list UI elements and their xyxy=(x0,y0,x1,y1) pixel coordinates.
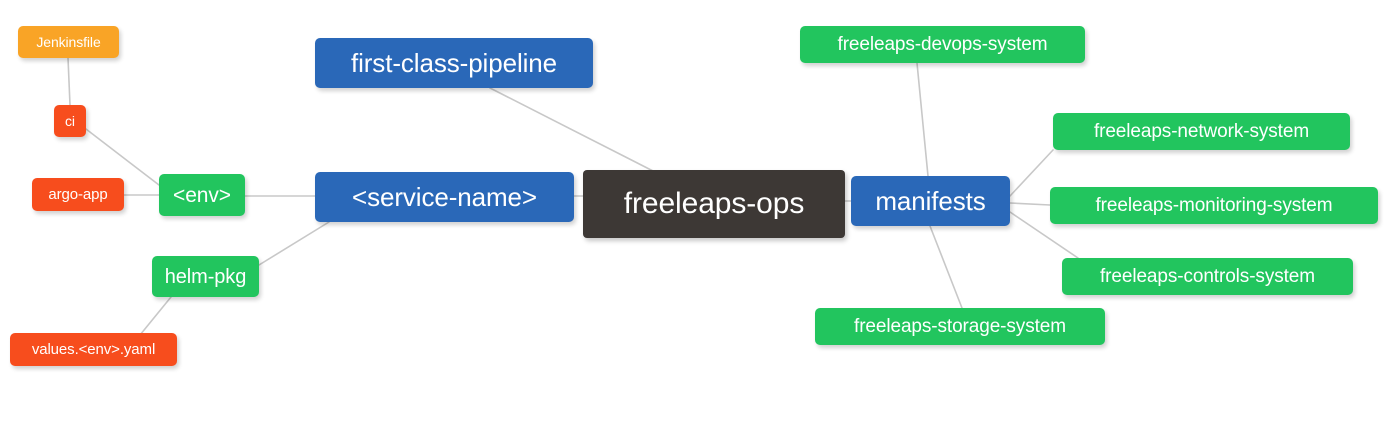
edge-manifests-to-devops-system xyxy=(916,62,929,177)
node-devops-system[interactable]: freeleaps-devops-system xyxy=(800,26,1085,63)
node-label: manifests xyxy=(875,186,986,216)
node-label: freeleaps-devops-system xyxy=(837,34,1048,55)
node-manifests[interactable]: manifests xyxy=(851,176,1010,226)
edge-jenkinsfile-to-ci xyxy=(67,57,71,106)
node-label: ci xyxy=(65,113,75,129)
node-jenkinsfile[interactable]: Jenkinsfile xyxy=(18,26,119,58)
node-label: freeleaps-storage-system xyxy=(854,316,1066,337)
node-label: Jenkinsfile xyxy=(36,34,101,50)
edge-first-class-pipeline-to-freeleaps-ops xyxy=(489,87,656,173)
node-label: freeleaps-monitoring-system xyxy=(1095,195,1333,216)
edge-helm-pkg-to-values-env-yaml xyxy=(139,296,172,336)
node-label: <service-name> xyxy=(351,182,538,212)
edge-ci-to-env xyxy=(85,128,160,186)
node-network-system[interactable]: freeleaps-network-system xyxy=(1053,113,1350,150)
node-label: freeleaps-controls-system xyxy=(1099,266,1316,287)
node-label: first-class-pipeline xyxy=(350,48,558,78)
edge-manifests-to-storage-system xyxy=(929,225,963,309)
node-label: freeleaps-ops xyxy=(623,187,805,220)
node-monitoring-system[interactable]: freeleaps-monitoring-system xyxy=(1050,187,1378,224)
node-first-class-pipeline[interactable]: first-class-pipeline xyxy=(315,38,593,88)
node-label: helm-pkg xyxy=(164,265,247,288)
edge-service-name-to-helm-pkg xyxy=(258,221,330,266)
node-values-env-yaml[interactable]: values.<env>.yaml xyxy=(10,333,177,366)
node-storage-system[interactable]: freeleaps-storage-system xyxy=(815,308,1105,345)
node-label: values.<env>.yaml xyxy=(31,341,156,358)
node-argo-app[interactable]: argo-app xyxy=(32,178,124,211)
node-service-name[interactable]: <service-name> xyxy=(315,172,574,222)
node-ci[interactable]: ci xyxy=(54,105,86,137)
node-label: argo-app xyxy=(48,186,108,203)
node-label: <env> xyxy=(173,183,231,207)
node-label: freeleaps-network-system xyxy=(1093,121,1310,142)
node-env[interactable]: <env> xyxy=(159,174,245,216)
edge-manifests-to-network-system xyxy=(1009,149,1054,197)
node-helm-pkg[interactable]: helm-pkg xyxy=(152,256,259,297)
node-controls-system[interactable]: freeleaps-controls-system xyxy=(1062,258,1353,295)
edge-manifests-to-monitoring-system xyxy=(1009,202,1051,206)
node-freeleaps-ops[interactable]: freeleaps-ops xyxy=(583,170,845,238)
